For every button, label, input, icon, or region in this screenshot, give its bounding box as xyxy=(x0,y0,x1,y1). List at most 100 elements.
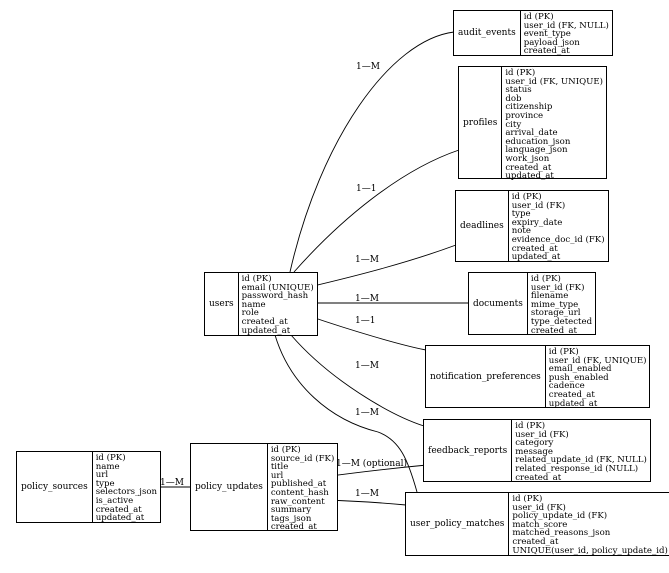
entity-field: type xyxy=(511,209,531,220)
edge-label-users-user-policy-matches: 1—M xyxy=(355,408,379,418)
entity-name: policy_sources xyxy=(17,452,93,522)
entity-field: source_id (FK) xyxy=(270,453,335,464)
edge-label-policy-updates-feedback-reports: 1—M (optional) xyxy=(336,458,407,469)
entity-field: mime_type xyxy=(530,299,579,310)
entity-field: filename xyxy=(530,291,569,302)
entity-field: updated_at xyxy=(241,325,291,336)
entity-name: profiles xyxy=(459,67,503,178)
entity-field: user_id (FK) xyxy=(511,200,566,211)
edge-users-notification-preferences xyxy=(308,315,427,351)
entity-field: created_at xyxy=(270,522,317,533)
entity-fields: id (PK)user_id (FK)policy_update_id (FK)… xyxy=(509,493,669,555)
entity-field: note xyxy=(511,226,531,237)
entity-field: arrival_date xyxy=(505,128,558,139)
entity-field: payload_json xyxy=(523,37,580,48)
entity-field: matched_reasons_json xyxy=(512,528,611,539)
entity-field: storage_url xyxy=(530,308,581,319)
entity-field: id (PK) xyxy=(511,192,542,202)
edge-label-users-notification-preferences: 1—1 xyxy=(355,316,375,326)
entity-field: message xyxy=(515,446,553,457)
edge-label-users-feedback-reports: 1—M xyxy=(355,361,379,371)
entity-field: user_id (FK) xyxy=(515,429,569,440)
entity-field: category xyxy=(515,438,554,449)
entity-field: email (UNIQUE) xyxy=(241,282,314,293)
entity-field: created_at xyxy=(511,243,558,254)
entity-name: notification_preferences xyxy=(426,346,546,407)
entity-field: policy_update_id (FK) xyxy=(512,511,608,522)
entity-field: raw_content xyxy=(270,496,325,507)
entity-field: created_at xyxy=(523,46,570,57)
entity-field: title xyxy=(270,462,289,473)
entity-field: id (PK) xyxy=(515,421,546,431)
entity-field: id (PK) xyxy=(95,453,126,463)
entity-name: documents xyxy=(469,273,528,334)
entity-field: role xyxy=(241,308,259,319)
entity-field: match_score xyxy=(512,519,568,530)
entity-field: province xyxy=(505,110,544,121)
edge-label-users-audit-events: 1—M xyxy=(356,62,380,72)
entity-field: url xyxy=(95,470,109,481)
edge-users-profiles xyxy=(293,149,460,273)
entity-name: feedback_reports xyxy=(424,420,513,481)
entity-name: audit_events xyxy=(454,11,521,55)
edge-label-users-profiles: 1—1 xyxy=(356,184,376,194)
entity-field: user_id (FK, UNIQUE) xyxy=(548,355,647,366)
edge-users-user-policy-matches xyxy=(274,334,418,493)
entity-field: created_at xyxy=(548,389,595,400)
entity-field: id (PK) xyxy=(530,274,561,284)
entity-field: created_at xyxy=(95,504,142,515)
entity-field: url xyxy=(270,470,284,481)
entity-field: summary xyxy=(270,505,312,516)
entity-field: email_enabled xyxy=(548,364,612,375)
entity-field: event_type xyxy=(523,29,571,40)
entity-field: updated_at xyxy=(511,252,561,263)
entity-field: updated_at xyxy=(548,398,598,409)
entity-field: education_json xyxy=(505,136,571,147)
entity-field: user_id (FK) xyxy=(530,282,585,293)
entity-field: UNIQUE(user_id, policy_update_id) xyxy=(512,545,668,556)
edge-label-users-deadlines: 1—M xyxy=(355,255,379,265)
entity-name: deadlines xyxy=(456,191,509,261)
edge-users-deadlines xyxy=(308,244,457,288)
entity-name: policy_updates xyxy=(191,444,268,530)
entity-field: language_json xyxy=(505,145,568,156)
entity-field: created_at xyxy=(512,536,559,547)
entity-field: id (PK) xyxy=(548,347,579,357)
entity-field: updated_at xyxy=(95,513,145,524)
entity-field: id (PK) xyxy=(505,68,536,78)
entity-field: published_at xyxy=(270,479,327,490)
entity-field: expiry_date xyxy=(511,217,563,228)
entity-field: updated_at xyxy=(505,171,554,182)
entity-field: work_json xyxy=(505,153,550,164)
entity-field: id (PK) xyxy=(512,494,543,504)
entity-field: dob xyxy=(505,93,522,104)
entity-field: name xyxy=(241,299,266,310)
entity-field: password_hash xyxy=(241,291,309,302)
entity-name: user_policy_matches xyxy=(406,493,510,555)
entity-field: content_hash xyxy=(270,487,329,498)
entity-field: push_enabled xyxy=(548,372,609,383)
entity-field: created_at xyxy=(530,325,577,336)
entity-field: created_at xyxy=(241,316,288,327)
entity-field: is_active xyxy=(95,495,134,506)
entity-field: related_response_id (NULL) xyxy=(515,463,639,474)
edge-label-users-documents: 1—M xyxy=(355,294,379,304)
